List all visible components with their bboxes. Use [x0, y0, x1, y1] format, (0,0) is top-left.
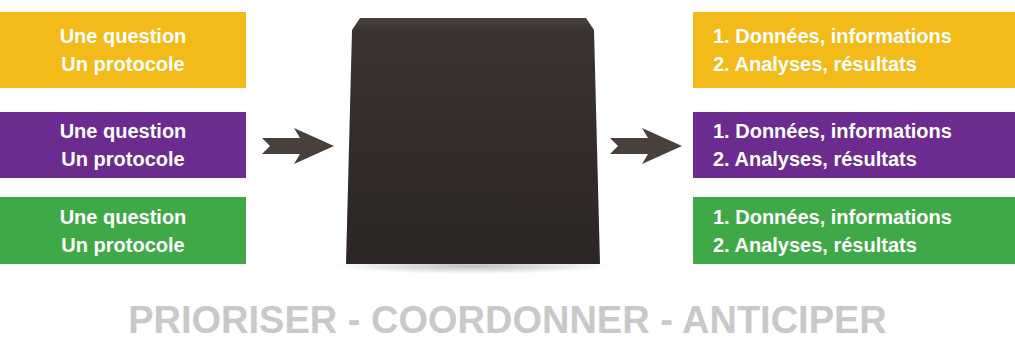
box-text: Un protocole	[61, 50, 184, 78]
caption-text: PRIORISER - COORDONNER - ANTICIPER	[0, 296, 1015, 344]
box-text: 2. Analyses, résultats	[713, 231, 917, 259]
output-box: 1. Données, informations2. Analyses, rés…	[693, 12, 1015, 88]
black-box-cube	[346, 30, 600, 264]
box-text: Une question	[60, 22, 187, 50]
box-text: Un protocole	[61, 231, 184, 259]
cube-top	[352, 18, 594, 30]
output-box: 1. Données, informations2. Analyses, rés…	[693, 197, 1015, 264]
box-text: 1. Données, informations	[713, 22, 952, 50]
box-text: 2. Analyses, résultats	[713, 145, 917, 173]
box-text: 1. Données, informations	[713, 203, 952, 231]
box-text: Un protocole	[61, 145, 184, 173]
input-box: Une questionUn protocole	[0, 12, 246, 88]
box-text: Une question	[60, 117, 187, 145]
input-box: Une questionUn protocole	[0, 112, 246, 178]
box-text: Une question	[60, 203, 187, 231]
box-text: 1. Données, informations	[713, 117, 952, 145]
input-box: Une questionUn protocole	[0, 197, 246, 264]
output-box: 1. Données, informations2. Analyses, rés…	[693, 112, 1015, 178]
input-arrow	[262, 128, 334, 164]
box-text: 2. Analyses, résultats	[713, 50, 917, 78]
output-arrow	[610, 128, 682, 164]
